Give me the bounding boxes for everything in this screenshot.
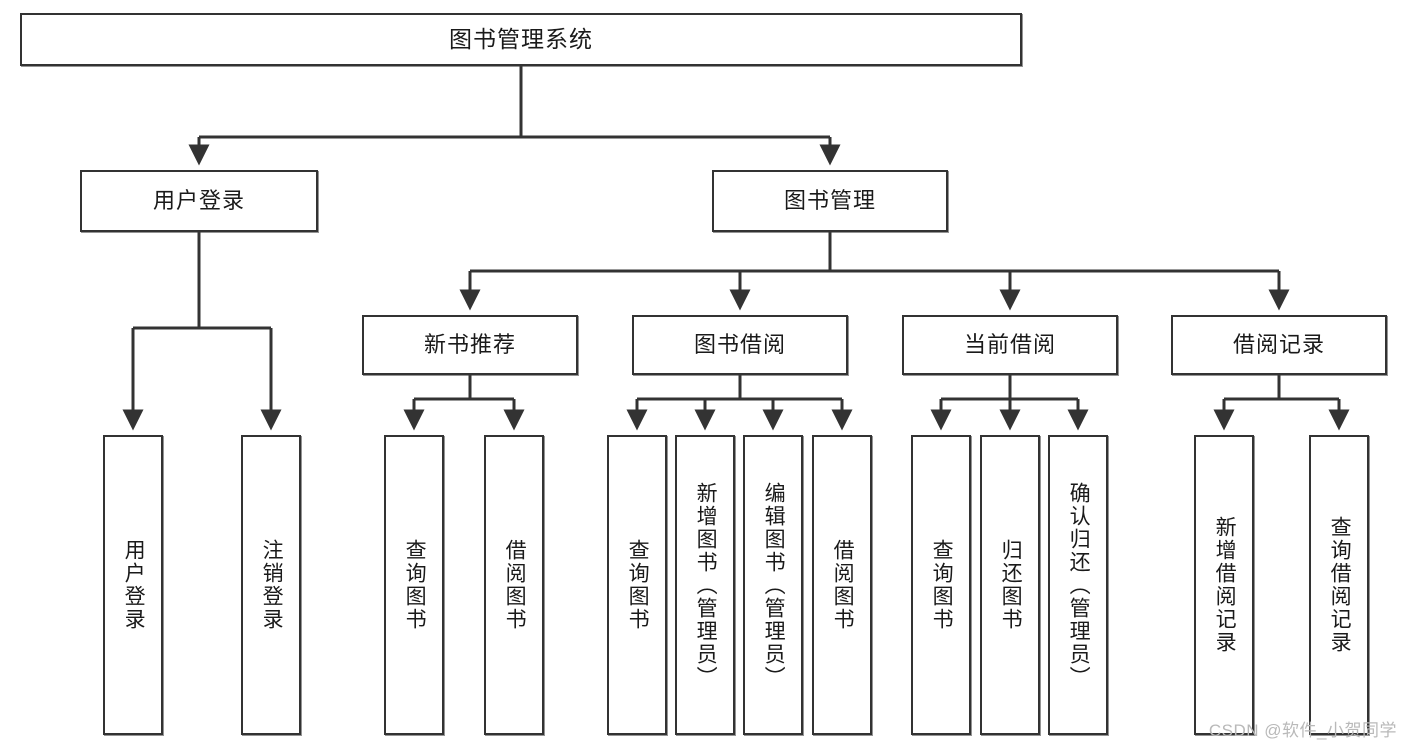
leaf-current-borrow-query[interactable]: 查询图书	[911, 435, 971, 735]
node-label: 用户登录	[152, 187, 245, 213]
node-label: 当前借阅	[963, 331, 1056, 357]
node-new-book-recommend[interactable]: 新书推荐	[362, 315, 578, 375]
node-current-borrow[interactable]: 当前借阅	[902, 315, 1118, 375]
node-label: 借阅图书	[831, 539, 855, 631]
node-label: 查询图书	[403, 539, 427, 631]
node-label: 图书借阅	[693, 331, 786, 357]
leaf-current-borrow-confirm-admin[interactable]: 确认归还（管理员）	[1048, 435, 1108, 735]
node-book-borrow[interactable]: 图书借阅	[632, 315, 848, 375]
node-label: 注销登录	[260, 539, 284, 631]
node-label: 图书管理	[783, 187, 876, 213]
node-book-management[interactable]: 图书管理	[712, 170, 948, 232]
leaf-book-borrow-edit-admin[interactable]: 编辑图书（管理员）	[743, 435, 803, 735]
leaf-new-book-borrow[interactable]: 借阅图书	[484, 435, 544, 735]
node-label: 归还图书	[999, 539, 1023, 631]
node-label: 确认归还（管理员）	[1067, 481, 1091, 689]
leaf-book-borrow-add-admin[interactable]: 新增图书（管理员）	[675, 435, 735, 735]
node-label: 借阅图书	[503, 539, 527, 631]
leaf-new-book-query[interactable]: 查询图书	[384, 435, 444, 735]
node-user-login[interactable]: 用户登录	[80, 170, 318, 232]
node-label: 查询借阅记录	[1328, 516, 1352, 654]
node-borrow-record[interactable]: 借阅记录	[1171, 315, 1387, 375]
node-label: 新增图书（管理员）	[694, 481, 718, 689]
watermark-text: CSDN @软件_小贺同学	[1208, 721, 1397, 740]
node-label: 借阅记录	[1232, 331, 1325, 357]
leaf-book-borrow-query[interactable]: 查询图书	[607, 435, 667, 735]
leaf-borrow-record-add[interactable]: 新增借阅记录	[1194, 435, 1254, 735]
leaf-book-borrow-borrow[interactable]: 借阅图书	[812, 435, 872, 735]
leaf-borrow-record-query[interactable]: 查询借阅记录	[1309, 435, 1369, 735]
leaf-current-borrow-return[interactable]: 归还图书	[980, 435, 1040, 735]
node-label: 新增借阅记录	[1213, 516, 1237, 654]
node-root-book-management-system[interactable]: 图书管理系统	[20, 13, 1022, 66]
node-label: 图书管理系统	[449, 25, 593, 52]
node-label: 新书推荐	[423, 331, 516, 357]
leaf-user-login-login[interactable]: 用户登录	[103, 435, 163, 735]
node-label: 编辑图书（管理员）	[762, 481, 786, 689]
leaf-user-login-logout[interactable]: 注销登录	[241, 435, 301, 735]
node-label: 查询图书	[930, 539, 954, 631]
node-label: 用户登录	[122, 539, 146, 631]
node-label: 查询图书	[626, 539, 650, 631]
